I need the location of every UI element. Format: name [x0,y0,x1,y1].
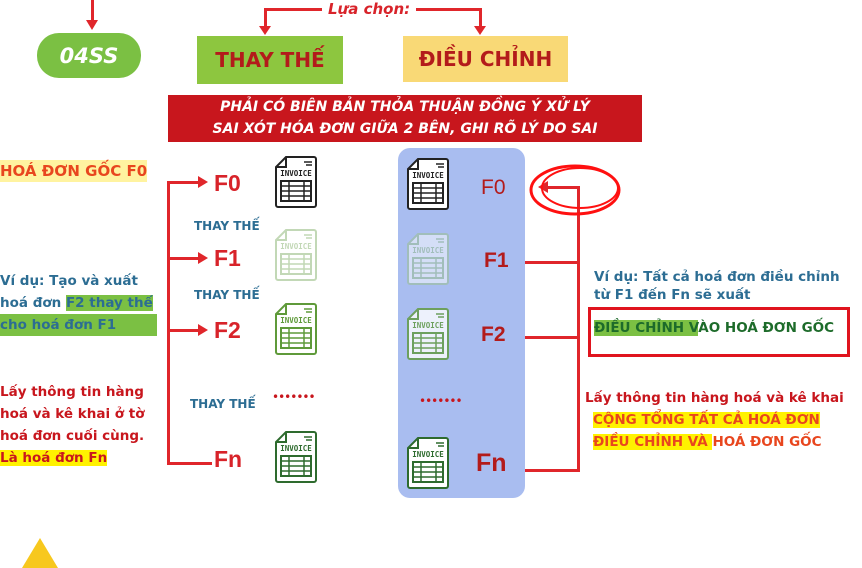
adjust-f2: F2 [481,323,506,346]
invoice-icon: INVOICE [275,229,317,281]
highlight: F2 thay thế [65,295,153,311]
text-line: Lấy thông tin hàng [0,384,144,400]
choice-label: Lựa chọn: [322,0,417,18]
arrow-down-icon [474,26,486,35]
connector [167,257,199,260]
invoice-icon: INVOICE [407,158,449,210]
text-line: Ví dụ: Tạo và xuất [0,273,138,289]
invoice-icon: INVOICE [407,437,449,489]
text-line: HOÁ ĐƠN GỐC [712,434,822,450]
adjust-fn: Fn [476,449,507,477]
annotation-circle [529,164,621,216]
replace-bracket [167,181,170,465]
bracket-left [264,8,267,28]
arrow-right-icon [198,176,208,188]
adjust-example: Ví dụ: Tất cả hoá đơn điều chỉnh từ F1 đ… [594,266,840,306]
connector [525,469,580,472]
replace-f1: F1 [214,245,241,271]
text-line: hoá đơn [0,295,66,311]
replace-f2: F2 [214,317,241,343]
replace-step: THAY THẾ [194,219,260,233]
connector [167,329,199,332]
replace-f0: F0 [214,170,241,196]
warning-icon [22,538,58,568]
banner-line: SAI XÓT HÓA ĐƠN GIỮA 2 BÊN, GHI RÕ LÝ DO… [212,121,598,137]
text-line: từ F1 đến Fn sẽ xuất [594,287,751,303]
text-line: hoá đơn cuối cùng. [0,428,145,444]
replace-example: Ví dụ: Tạo và xuất hoá đơn F2 thay thế c… [0,270,157,336]
svg-text:INVOICE: INVOICE [280,444,312,453]
connector [525,261,580,264]
adjust-info: Lấy thông tin hàng hoá và kê khai CỘNG T… [585,387,844,453]
replace-info: Lấy thông tin hàng hoá và kê khai ở tờ h… [0,381,145,469]
adjust-bracket [577,186,580,472]
svg-text:INVOICE: INVOICE [280,316,312,325]
connector [525,336,580,339]
text-line: Ví dụ: Tất cả hoá đơn điều chỉnh [594,269,840,285]
ellipsis: ••••••• [272,390,316,404]
banner-line: PHẢI CÓ BIÊN BẢN THỎA THUẬN ĐỒNG Ý XỬ LÝ [220,99,590,115]
replace-step: THAY THẾ [194,288,260,302]
invoice-icon: INVOICE [275,431,317,483]
arrow-down-icon [86,20,98,30]
ellipsis: ••••••• [419,394,463,408]
annotation-box [588,307,850,357]
invoice-icon: INVOICE [275,156,317,208]
adjust-f0: F0 [481,176,506,199]
bracket-right [479,8,482,28]
highlight: ĐIỀU CHỈNH V [594,320,699,336]
original-invoice-label: HOÁ ĐƠN GỐC F0 [0,160,148,182]
highlight: ĐIỀU CHỈNH VÀ [593,434,713,450]
adjust-highlight: ĐIỀU CHỈNH VÀO HOÁ ĐƠN GỐC [594,317,834,339]
text-line: Lấy thông tin hàng hoá và kê khai [585,390,844,406]
highlight: Là hoá đơn Fn [0,450,108,466]
text-line: ÀO HOÁ ĐƠN GỐC [698,320,835,336]
invoice-icon: INVOICE [407,308,449,360]
svg-text:INVOICE: INVOICE [412,450,444,459]
arrow-down-icon [259,26,271,35]
svg-text:INVOICE: INVOICE [412,171,444,180]
option-adjust: ĐIỀU CHỈNH [403,36,568,82]
svg-text:INVOICE: INVOICE [412,321,444,330]
invoice-icon: INVOICE [407,233,449,285]
highlight: CỘNG TỔNG TẤT CẢ HOÁ ĐƠN [593,412,820,428]
text-line: hoá và kê khai ở tờ [0,406,145,422]
connector [548,186,580,189]
option-replace: THAY THẾ [197,36,343,84]
requirement-banner: PHẢI CÓ BIÊN BẢN THỎA THUẬN ĐỒNG Ý XỬ LÝ… [168,95,642,142]
arrow-right-icon [198,252,208,264]
invoice-icon: INVOICE [275,303,317,355]
code-badge: 04SS [37,33,141,78]
svg-text:INVOICE: INVOICE [280,169,312,178]
connector [167,462,212,465]
adjust-f1: F1 [484,249,509,272]
replace-fn: Fn [214,446,243,472]
arrow-line [91,0,94,22]
highlight: cho hoá đơn F1 [0,314,157,336]
svg-text:INVOICE: INVOICE [280,242,312,251]
replace-step: THAY THẾ [190,397,256,411]
arrow-right-icon [198,324,208,336]
svg-text:INVOICE: INVOICE [412,246,444,255]
connector [167,181,199,184]
